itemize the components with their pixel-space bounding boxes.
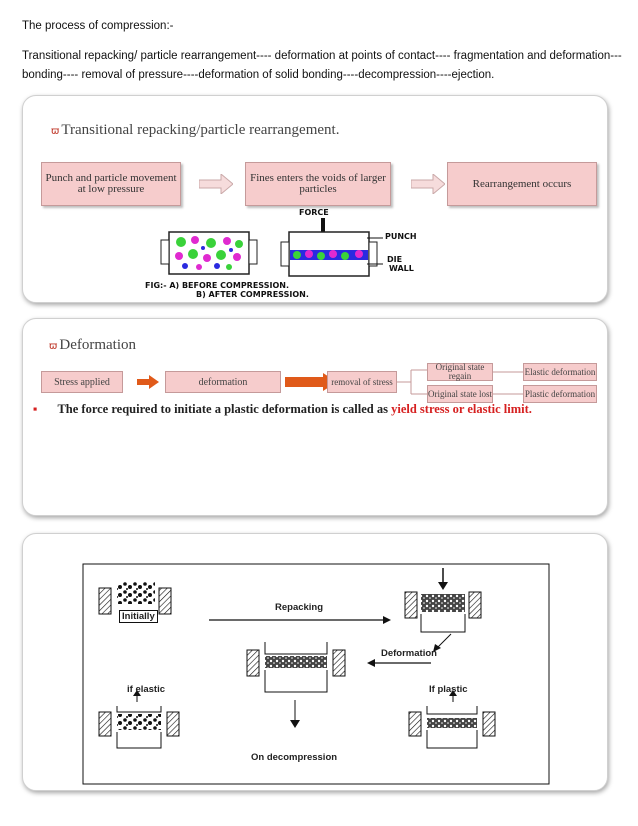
initial-die — [98, 582, 172, 615]
orange-arrow-icon — [137, 375, 159, 389]
original-state-regain-box: Original state regain — [427, 363, 493, 381]
bullet-icon: ϖ — [49, 341, 58, 352]
plastic-die — [408, 690, 496, 749]
die-after-compression — [280, 218, 378, 277]
figure-caption-line2: B) AFTER COMPRESSION. — [196, 290, 309, 299]
die-label: DIE — [387, 255, 403, 264]
removal-of-stress-box: removal of stress — [327, 371, 397, 393]
force-label: FORCE — [299, 208, 329, 217]
deformation-box: deformation — [165, 371, 281, 393]
original-state-lost-box: Original state lost — [427, 385, 493, 403]
elastic-die — [98, 690, 180, 749]
yield-text-highlight: yield stress or elastic limit. — [391, 402, 532, 416]
branch-lines — [397, 369, 427, 395]
orange-arrow-icon — [285, 373, 337, 391]
deformation-label: Deformation — [381, 648, 437, 659]
yield-stress-text: ▪ The force required to initiate a plasti… — [33, 402, 605, 416]
label-leader-lines — [367, 237, 383, 265]
on-decompression-label: On decompression — [251, 752, 338, 763]
repacking-label: Repacking — [275, 602, 324, 613]
step-box-punch: Punch and particle movement at low press… — [41, 162, 181, 206]
if-plastic-label: If plastic — [429, 684, 468, 695]
compression-stages-diagram — [82, 563, 550, 785]
punch-label: PUNCH — [385, 232, 417, 241]
die-before-compression — [160, 231, 258, 275]
connector-lines — [493, 371, 523, 395]
step-box-rearrangement: Rearrangement occurs — [447, 162, 597, 206]
right-arrow-icon — [411, 174, 445, 194]
wall-label: WALL — [389, 264, 414, 273]
plastic-deformation-box: Plastic deformation — [523, 385, 597, 403]
stress-applied-box: Stress applied — [41, 371, 123, 393]
elastic-deformation-box: Elastic deformation — [523, 363, 597, 381]
process-paragraph: Transitional repacking/ particle rearran… — [22, 50, 622, 81]
yield-text-prefix: The force required to initiate a plastic… — [57, 402, 388, 416]
step-box-fines: Fines enters the voids of larger particl… — [245, 162, 391, 206]
right-arrow-icon — [199, 174, 233, 194]
initially-label: Initially — [119, 610, 158, 623]
bullet-icon: ϖ — [51, 126, 60, 137]
if-elastic-label: if elastic — [127, 684, 166, 695]
deformed-die — [246, 642, 346, 693]
repacked-die — [404, 568, 482, 633]
figure-caption-line1: FIG:- A) BEFORE COMPRESSION. — [145, 281, 289, 290]
bullet-icon: ▪ — [33, 402, 38, 416]
slide-compression-stages: Initially Repacking Deformation if elast… — [22, 533, 608, 791]
page-heading: The process of compression:- — [22, 20, 174, 32]
